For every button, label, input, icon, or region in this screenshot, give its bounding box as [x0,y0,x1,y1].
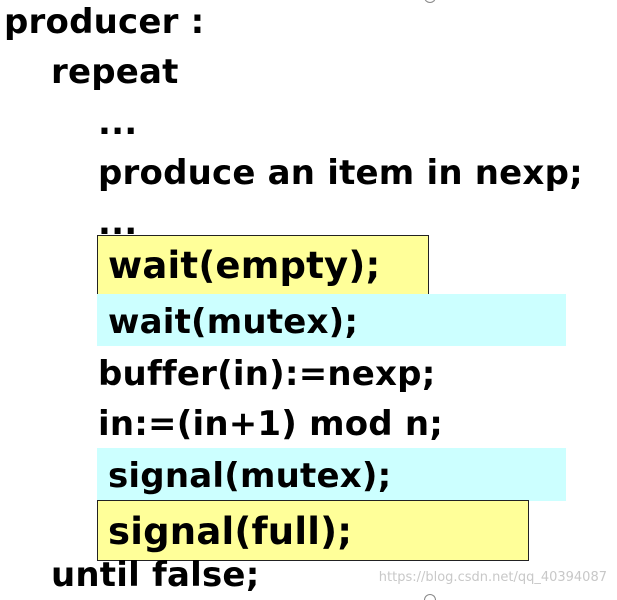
highlight-wait-mutex [97,294,566,346]
code-line-signal-mutex: signal(mutex); [108,456,392,496]
watermark-text: https://blog.csdn.net/qq_40394087 [378,570,607,585]
code-line-header: producer : [4,2,205,42]
code-line-buffer-assign: buffer(in):=nexp; [98,354,436,394]
code-line-ellipsis-2: ... [98,203,138,243]
highlight-signal-mutex [97,448,566,501]
code-line-in-update: in:=(in+1) mod n; [98,404,444,444]
highlight-wait-empty [97,235,429,295]
code-line-produce: produce an item in nexp; [98,153,583,193]
code-line-wait-mutex: wait(mutex); [108,302,359,342]
code-line-ellipsis-1: ... [98,103,138,143]
code-line-signal-full: signal(full); [108,510,353,553]
edge-mark-bottom [424,594,436,600]
highlight-signal-full [97,500,529,561]
code-line-repeat: repeat [51,52,179,92]
code-line-wait-empty: wait(empty); [108,244,381,287]
edge-mark-top [424,0,436,3]
code-line-until: until false; [51,555,260,595]
